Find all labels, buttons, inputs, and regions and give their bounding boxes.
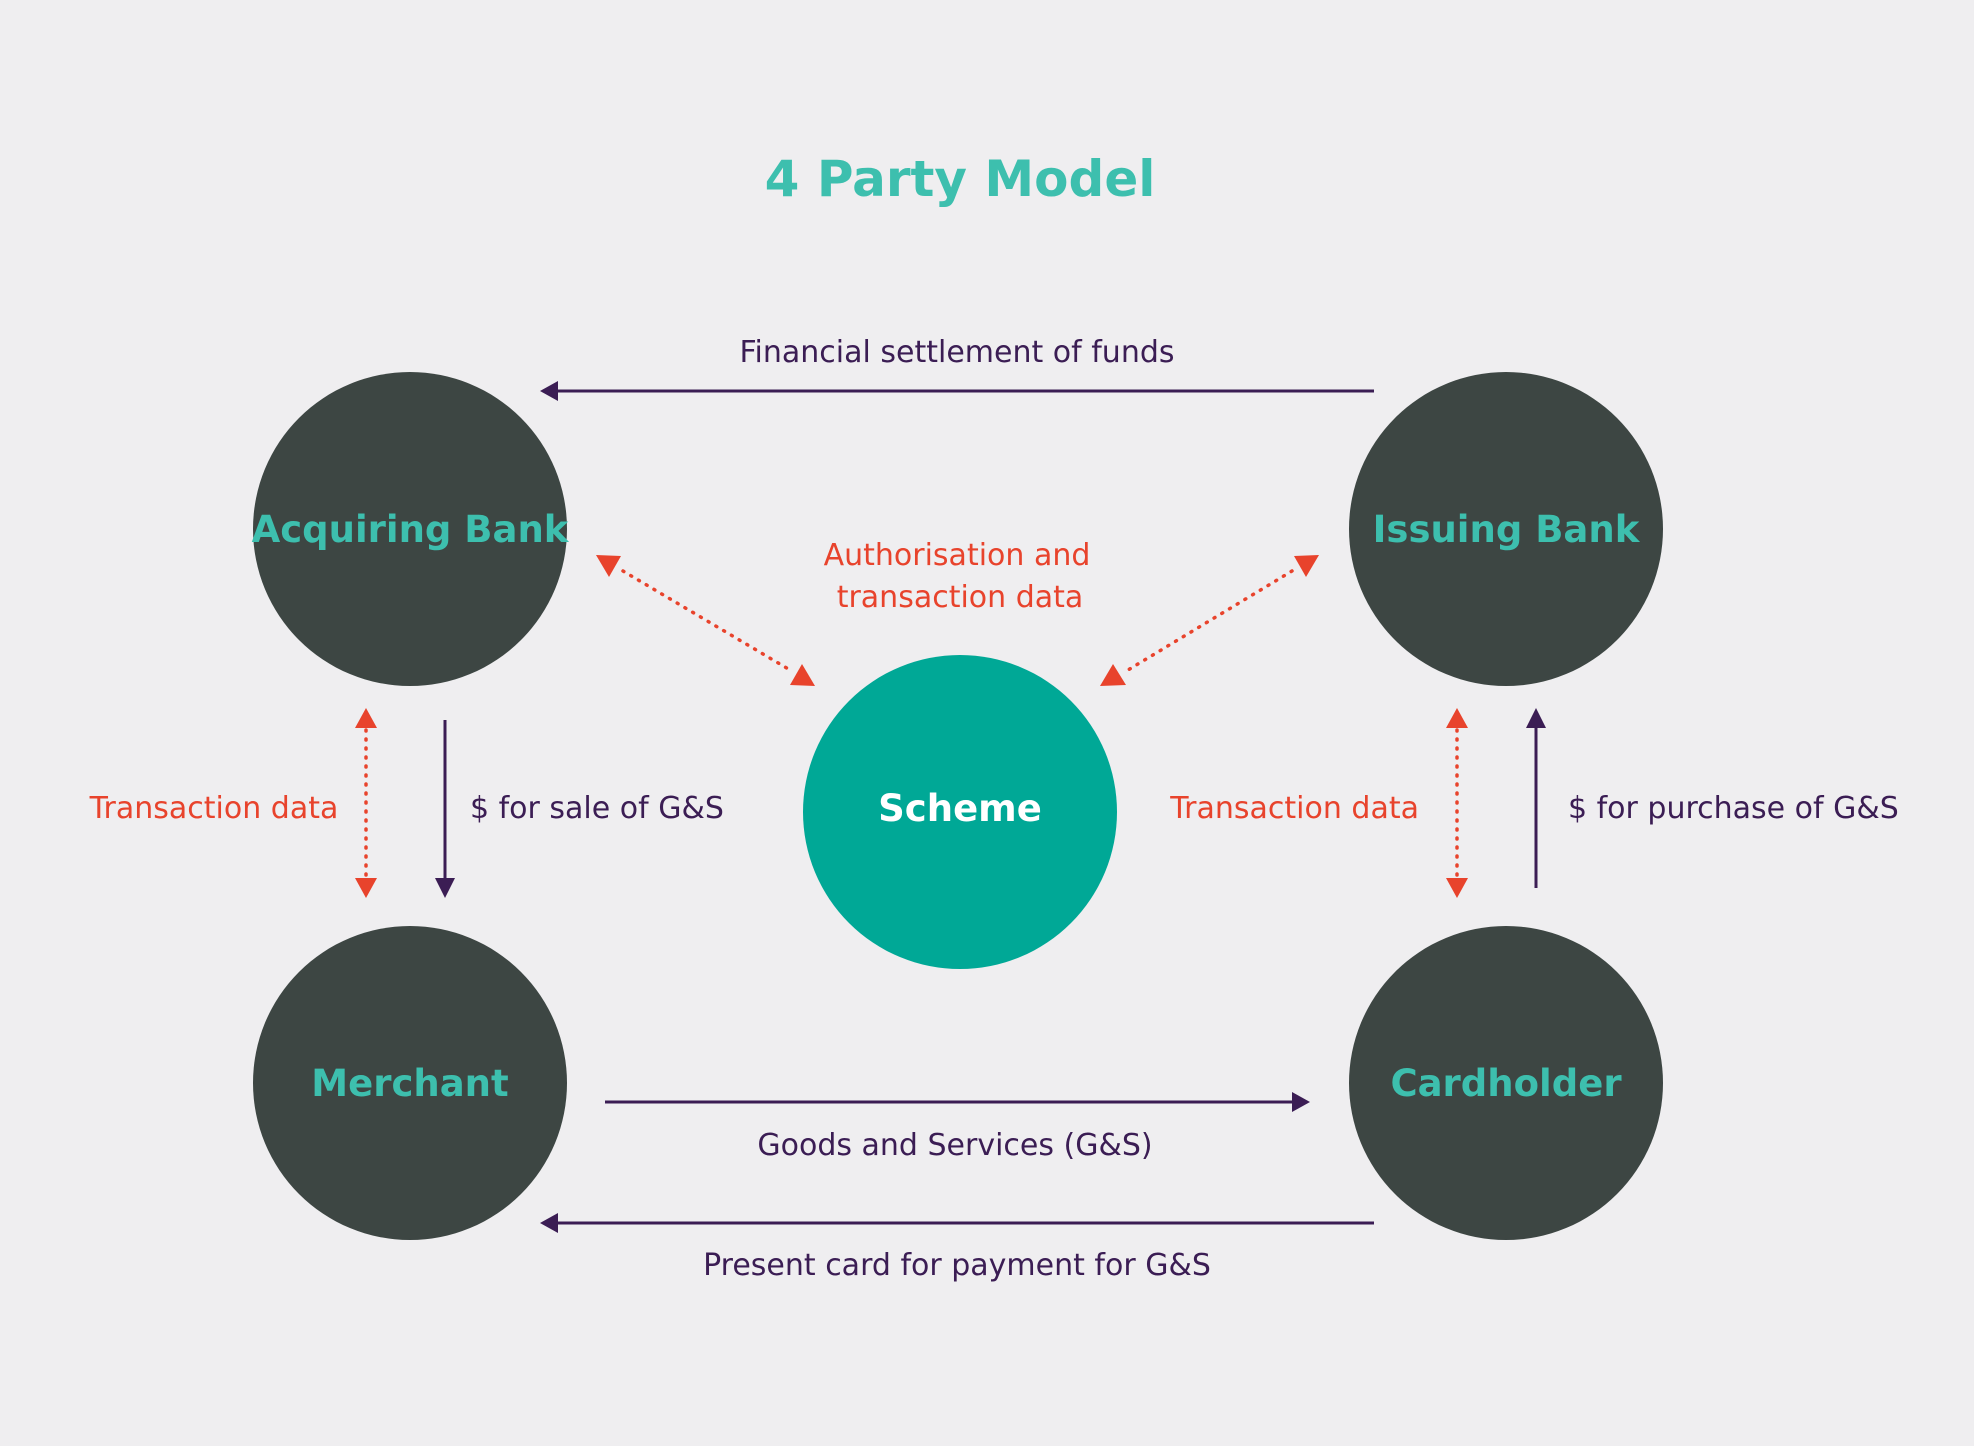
acquiring-bank-label: Acquiring Bank <box>252 508 570 551</box>
authorisation-arrow-acquiring <box>621 569 792 672</box>
authorisation-label-line1: Authorisation and <box>824 538 1091 573</box>
goods-services-arrowhead <box>1292 1092 1310 1112</box>
merchant-label: Merchant <box>311 1062 508 1105</box>
transaction-data-right-arrowhead-up <box>1446 708 1468 728</box>
issuing-bank-node <box>1349 372 1663 686</box>
authorisation-arrowhead-acquiring-end <box>596 555 621 577</box>
acquiring-bank-node <box>253 372 567 686</box>
scheme-node <box>803 655 1117 969</box>
cardholder-node <box>1349 926 1663 1240</box>
merchant-node <box>253 926 567 1240</box>
diagram-title: 4 Party Model <box>765 150 1156 208</box>
cardholder-label: Cardholder <box>1390 1062 1622 1105</box>
transaction-data-right-arrowhead-down <box>1446 878 1468 898</box>
authorisation-arrowhead-scheme-left <box>790 664 815 686</box>
sale-payment-label: $ for sale of G&S <box>470 791 724 826</box>
goods-services-label: Goods and Services (G&S) <box>757 1128 1152 1163</box>
authorisation-arrowhead-issuing-end <box>1294 555 1319 577</box>
transaction-data-right-label: Transaction data <box>1169 791 1419 826</box>
issuing-bank-label: Issuing Bank <box>1373 508 1641 551</box>
authorisation-label-line2: transaction data <box>837 580 1084 615</box>
present-card-arrowhead <box>540 1213 558 1233</box>
authorisation-arrowhead-scheme-right <box>1100 664 1126 686</box>
purchase-payment-label: $ for purchase of G&S <box>1568 791 1899 826</box>
financial-settlement-arrowhead <box>540 381 558 401</box>
sale-payment-arrowhead <box>435 878 455 898</box>
present-card-label: Present card for payment for G&S <box>703 1248 1211 1283</box>
financial-settlement-label: Financial settlement of funds <box>739 335 1174 370</box>
purchase-payment-arrowhead <box>1526 708 1546 728</box>
transaction-data-left-label: Transaction data <box>89 791 339 826</box>
transaction-data-left-arrowhead-up <box>355 708 377 728</box>
scheme-label: Scheme <box>878 787 1042 830</box>
transaction-data-left-arrowhead-down <box>355 878 377 898</box>
